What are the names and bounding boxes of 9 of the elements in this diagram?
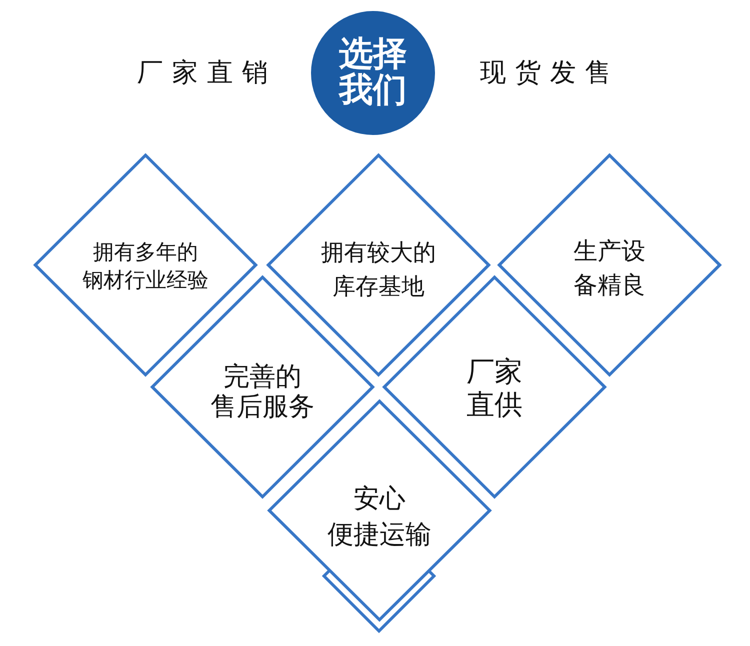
feature-text: 安心便捷运输 xyxy=(328,483,432,552)
heading-text: 选择我们 xyxy=(339,37,407,109)
feature-text: 拥有多年的钢材行业经验 xyxy=(82,238,208,294)
slogan-text: 现货发售 xyxy=(480,57,620,90)
feature-text: 厂家直供 xyxy=(466,354,522,422)
feature-text: 生产设备精良 xyxy=(574,236,646,301)
slogan-text: 厂家直销 xyxy=(137,57,277,90)
feature-text: 完善的售后服务 xyxy=(210,363,314,423)
feature-text: 拥有较大的库存基地 xyxy=(321,238,436,302)
